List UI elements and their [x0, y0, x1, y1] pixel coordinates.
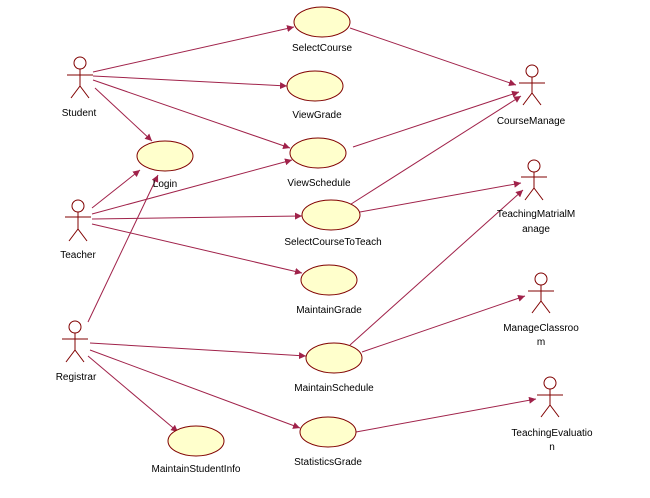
assoc-viewschedule-coursemanage	[352, 90, 520, 148]
usecase-viewgrade[interactable]: ViewGrade	[286, 70, 344, 121]
usecase-maintainstudentinfo[interactable]: MaintainStudentInfo	[152, 425, 241, 475]
actor-label: TeachingMatrialM	[497, 209, 575, 220]
actor-manageclassroom[interactable]: ManageClassroo m	[503, 272, 579, 348]
actor-label: n	[549, 442, 555, 453]
assoc-selectcoursetoteach-teachingmatrial	[359, 180, 522, 213]
usecase-label: SelectCourseToTeach	[284, 237, 381, 248]
assoc-student-viewgrade	[92, 75, 288, 90]
actor-registrar[interactable]: Registrar	[56, 320, 97, 383]
associations	[87, 25, 537, 433]
usecase-login[interactable]: Login	[136, 140, 194, 190]
actor-teacher[interactable]: Teacher	[60, 199, 96, 261]
actor-label: Student	[62, 108, 97, 119]
assoc-maintainschedule-teachingmatrial	[349, 189, 524, 346]
actor-coursemanage[interactable]: CourseManage	[497, 64, 566, 127]
assoc-maintainschedule-manageclassroom	[361, 294, 526, 353]
assoc-registrar-maintainschedule	[89, 342, 307, 360]
assoc-registrar-login	[87, 174, 159, 323]
actor-student[interactable]: Student	[62, 56, 97, 119]
assoc-student-viewschedule	[92, 79, 291, 150]
assoc-registrar-statisticsgrade	[89, 349, 301, 429]
usecase-statisticsgrade[interactable]: StatisticsGrade	[294, 416, 362, 468]
usecase-maintainschedule[interactable]: MaintainSchedule	[294, 342, 374, 394]
actor-label: Registrar	[56, 372, 97, 383]
usecase-label: MaintainSchedule	[294, 383, 374, 394]
assoc-teacher-viewschedule	[91, 158, 293, 215]
usecase-selectcourse[interactable]: SelectCourse	[292, 6, 352, 54]
assoc-statisticsgrade-teachingevaluation	[355, 396, 537, 433]
usecases: SelectCourse ViewGrade Login ViewSchedul…	[136, 6, 382, 475]
assoc-teacher-login	[91, 169, 141, 209]
usecase-label: SelectCourse	[292, 43, 352, 54]
actor-label: Teacher	[60, 250, 96, 261]
usecase-label: Login	[153, 179, 177, 190]
actor-teachingevaluation[interactable]: TeachingEvaluatio n	[511, 376, 593, 453]
assoc-student-selectcourse	[92, 25, 295, 73]
actor-label: anage	[522, 224, 550, 235]
actor-label: TeachingEvaluatio	[511, 428, 593, 439]
assoc-registrar-maintainstudentinfo	[87, 355, 179, 433]
actor-label: CourseManage	[497, 116, 566, 127]
actor-teachingmatrialmanage[interactable]: TeachingMatrialM anage	[497, 159, 575, 235]
usecase-label: ViewGrade	[292, 110, 342, 121]
assoc-student-login	[94, 87, 153, 142]
assoc-teacher-selectcoursetoteach	[91, 212, 303, 220]
usecase-selectcoursetoteach[interactable]: SelectCourseToTeach	[284, 199, 382, 248]
usecase-viewschedule[interactable]: ViewSchedule	[287, 137, 351, 189]
usecase-label: MaintainStudentInfo	[152, 464, 241, 475]
actors: Student Teacher Registrar Course	[56, 56, 593, 453]
usecase-maintaingrade[interactable]: MaintainGrade	[296, 264, 362, 316]
actor-label: ManageClassroo	[503, 323, 579, 334]
usecase-label: MaintainGrade	[296, 305, 362, 316]
assoc-teacher-maintaingrade	[91, 223, 303, 275]
assoc-selectcourse-coursemanage	[349, 27, 517, 87]
usecase-label: StatisticsGrade	[294, 457, 362, 468]
actor-label: m	[537, 337, 545, 348]
assoc-selectcoursetoteach-coursemanage	[347, 95, 522, 207]
usecase-label: ViewSchedule	[287, 178, 351, 189]
